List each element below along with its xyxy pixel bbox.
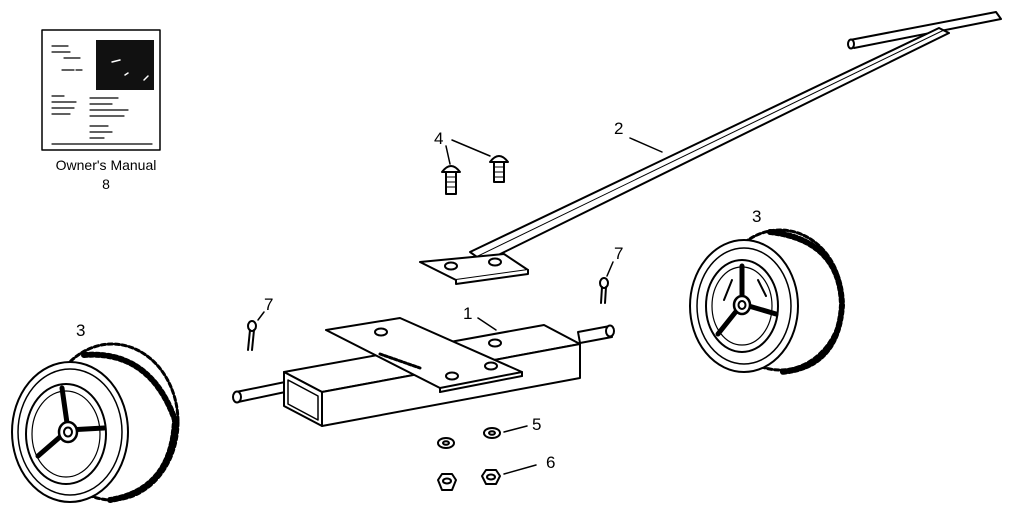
callout-pin-right: 7 [614,244,624,263]
callout-bolts: 4 [434,129,444,148]
carriage-bolt-right [489,155,509,183]
callout-wheel-left: 3 [76,321,86,340]
leader-lines [257,137,663,475]
callout-washers: 5 [532,415,542,434]
callout-pin-left: 7 [264,295,274,314]
cotter-pin-right [599,277,609,304]
hex-nut-right [481,469,501,485]
handle [419,11,1002,285]
wheel-right [689,228,845,375]
carriage-bolt-left [441,165,461,195]
callout-nuts: 6 [546,453,556,472]
owners-manual-booklet [41,29,161,151]
owners-manual-number: 8 [102,176,110,192]
owners-manual-title: Owner's Manual [55,157,157,173]
wheel-left [11,342,180,503]
callout-handle: 2 [614,119,624,138]
cotter-pin-left [247,320,257,351]
lock-washer-left [437,437,455,449]
hex-nut-left [437,473,457,491]
callout-axle: 1 [463,304,473,323]
axle-assembly [232,317,615,427]
lock-washer-right [483,427,501,439]
callout-wheel-right: 3 [752,207,762,226]
